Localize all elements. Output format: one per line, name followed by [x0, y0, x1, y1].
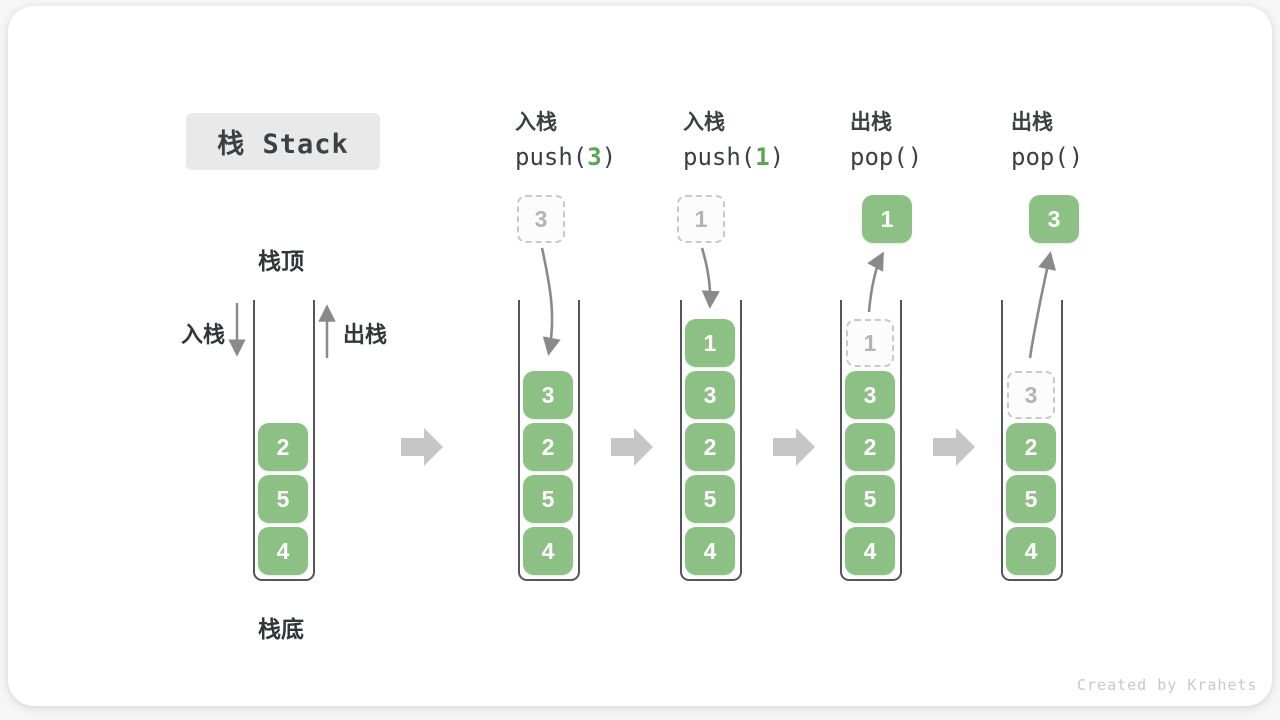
stack-cell: 2	[258, 423, 308, 471]
stack-cell: 4	[1006, 527, 1056, 575]
stack-cell: 2	[523, 423, 573, 471]
removed-slot: 1	[846, 319, 894, 367]
code-prefix: push(	[515, 143, 588, 171]
stack-cell: 4	[258, 527, 308, 575]
stack-cell: 3	[845, 371, 895, 419]
op-cjk-pop-3: 出栈	[1011, 111, 1053, 134]
stack-cell: 1	[685, 319, 735, 367]
op-code-push-3: push(3)	[515, 143, 616, 171]
stack-cell: 5	[685, 475, 735, 523]
op-label-pop-1: 出栈 pop()	[850, 106, 922, 171]
op-code-pop-1: pop()	[850, 143, 923, 171]
watermark: Created by Krahets	[1077, 676, 1258, 694]
stack-cell: 4	[845, 527, 895, 575]
stack-cell: 2	[845, 423, 895, 471]
stack-container-initial	[253, 300, 315, 581]
stack-cell: 5	[1006, 475, 1056, 523]
removed-slot: 3	[1007, 371, 1055, 419]
stack-cell: 4	[523, 527, 573, 575]
diagram-title: 栈 Stack	[186, 113, 380, 170]
op-code-pop-3: pop()	[1011, 143, 1084, 171]
code-suffix: )	[601, 143, 617, 171]
stack-cell: 5	[523, 475, 573, 523]
stack-container-pop-1	[840, 300, 902, 581]
stack-container-pop-3	[1001, 300, 1063, 581]
stack-top-label: 栈顶	[258, 248, 304, 274]
diagram-title-text: 栈 Stack	[217, 129, 349, 160]
stack-cell: 5	[258, 475, 308, 523]
code-prefix: push(	[683, 143, 756, 171]
push-side-label: 入栈	[181, 322, 226, 347]
code-arg: 1	[755, 143, 770, 171]
code-arg: 3	[587, 143, 602, 171]
pop-side-label: 出栈	[343, 322, 388, 347]
op-cjk-push-1: 入栈	[683, 111, 725, 134]
stack-bottom-label: 栈底	[258, 616, 304, 642]
op-code-push-1: push(1)	[683, 143, 784, 171]
incoming-value-box: 1	[677, 195, 725, 243]
stack-cell: 5	[845, 475, 895, 523]
popped-value-box: 1	[862, 195, 912, 243]
op-cjk-push-3: 入栈	[515, 111, 557, 134]
stack-cell: 4	[685, 527, 735, 575]
stack-cell: 3	[685, 371, 735, 419]
op-cjk-pop-1: 出栈	[850, 111, 892, 134]
op-label-pop-3: 出栈 pop()	[1011, 106, 1083, 171]
code-suffix: )	[769, 143, 785, 171]
stack-container-push-3	[518, 300, 580, 581]
popped-value-box: 3	[1029, 195, 1079, 243]
op-label-push-1: 入栈 push(1)	[683, 106, 784, 171]
stack-cell: 2	[685, 423, 735, 471]
op-label-push-3: 入栈 push(3)	[515, 106, 616, 171]
stack-cell: 2	[1006, 423, 1056, 471]
incoming-value-box: 3	[517, 195, 565, 243]
stack-container-push-1	[680, 300, 742, 581]
stack-cell: 3	[523, 371, 573, 419]
